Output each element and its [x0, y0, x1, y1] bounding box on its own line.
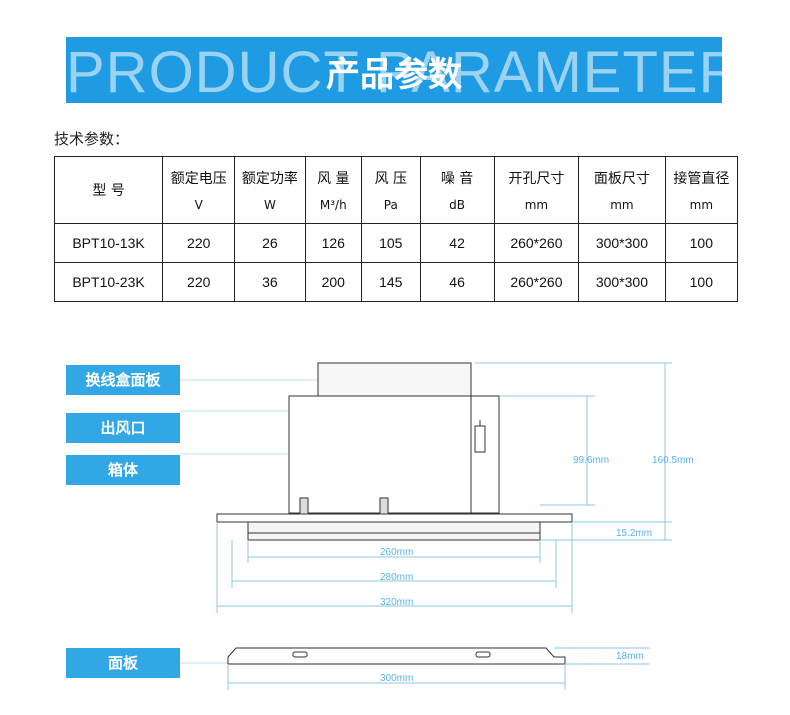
table-cell: 145	[361, 262, 421, 302]
table-cell: 300*300	[578, 223, 666, 263]
dim-width-260: 260mm	[380, 547, 413, 558]
label-body: 箱体	[66, 455, 180, 485]
dim-panel-thickness: 15.2mm	[616, 528, 652, 539]
table-cell: 42	[419, 223, 495, 263]
header-unit: Pa	[383, 198, 398, 212]
table-cell: 26	[234, 223, 306, 263]
table-cell: 260*260	[493, 262, 580, 302]
banner: PRODUCT PARAMETER 产品参数	[66, 37, 722, 103]
header-unit: mm	[524, 198, 549, 212]
header-pipe-diameter: 接管直径 mm	[664, 156, 739, 224]
header-unit: V	[194, 198, 203, 212]
table-row: BPT10-23K 220 36 200 145 46 260*260 300*…	[53, 262, 739, 302]
banner-bg-text: PRODUCT PARAMETER	[66, 40, 722, 103]
table-cell: 46	[419, 262, 495, 302]
label-panel: 面板	[66, 648, 180, 678]
header-label: 风 压	[374, 171, 408, 187]
header-label: 开孔尺寸	[508, 171, 565, 187]
table-header-row: 型 号 额定电压 V 额定功率 W 风 量 M³/h 风 压 Pa 噪 音 dB 开孔尺寸…	[53, 156, 739, 224]
header-label: 额定功率	[241, 171, 298, 187]
table-cell: 300*300	[578, 262, 666, 302]
dim-width-320: 320mm	[380, 597, 413, 608]
label-outlet: 出风口	[66, 413, 180, 443]
header-label: 面板尺寸	[593, 171, 650, 187]
table-cell: 220	[162, 223, 236, 263]
dim-width-280: 280mm	[380, 572, 413, 583]
dim-panel-height: 18mm	[616, 651, 644, 662]
spec-table: 型 号 额定电压 V 额定功率 W 风 量 M³/h 风 压 Pa 噪 音 dB 开孔尺寸…	[53, 156, 739, 302]
table-cell: 36	[234, 262, 306, 302]
header-unit: mm	[610, 198, 634, 212]
table-row: BPT10-13K 220 26 126 105 42 260*260 300*…	[53, 223, 739, 263]
table-cell: BPT10-23K	[53, 262, 164, 302]
dim-panel-width: 300mm	[380, 673, 413, 684]
leader-lines	[180, 379, 318, 664]
header-unit: mm	[689, 198, 714, 212]
header-unit: dB	[449, 198, 466, 212]
spec-title: 技术参数：	[54, 130, 130, 148]
dim-height-body: 99.6mm	[573, 455, 609, 466]
header-opening: 开孔尺寸 mm	[493, 156, 580, 224]
dim-height-total: 160.5mm	[652, 455, 694, 466]
table-cell: 105	[361, 223, 421, 263]
header-unit: M³/h	[319, 198, 347, 212]
table-cell: 220	[162, 262, 236, 302]
header-power: 额定功率 W	[234, 156, 306, 224]
banner-title: 产品参数	[326, 55, 462, 95]
header-label: 额定电压	[170, 171, 227, 187]
label-box-panel: 换线盒面板	[66, 365, 180, 395]
header-panel-size: 面板尺寸 mm	[578, 156, 666, 224]
header-label: 风 量	[317, 171, 350, 187]
header-label: 噪 音	[440, 171, 474, 187]
header-unit: W	[263, 198, 276, 212]
fan-drawing	[216, 362, 573, 665]
header-label: 型 号	[92, 183, 125, 199]
table-cell: BPT10-13K	[53, 223, 164, 263]
table-cell: 126	[304, 223, 363, 263]
table-cell: 100	[664, 223, 739, 263]
header-noise: 噪 音 dB	[419, 156, 495, 224]
header-label: 接管直径	[673, 171, 730, 187]
table-cell: 100	[664, 262, 739, 302]
dimension-lines	[216, 362, 672, 690]
